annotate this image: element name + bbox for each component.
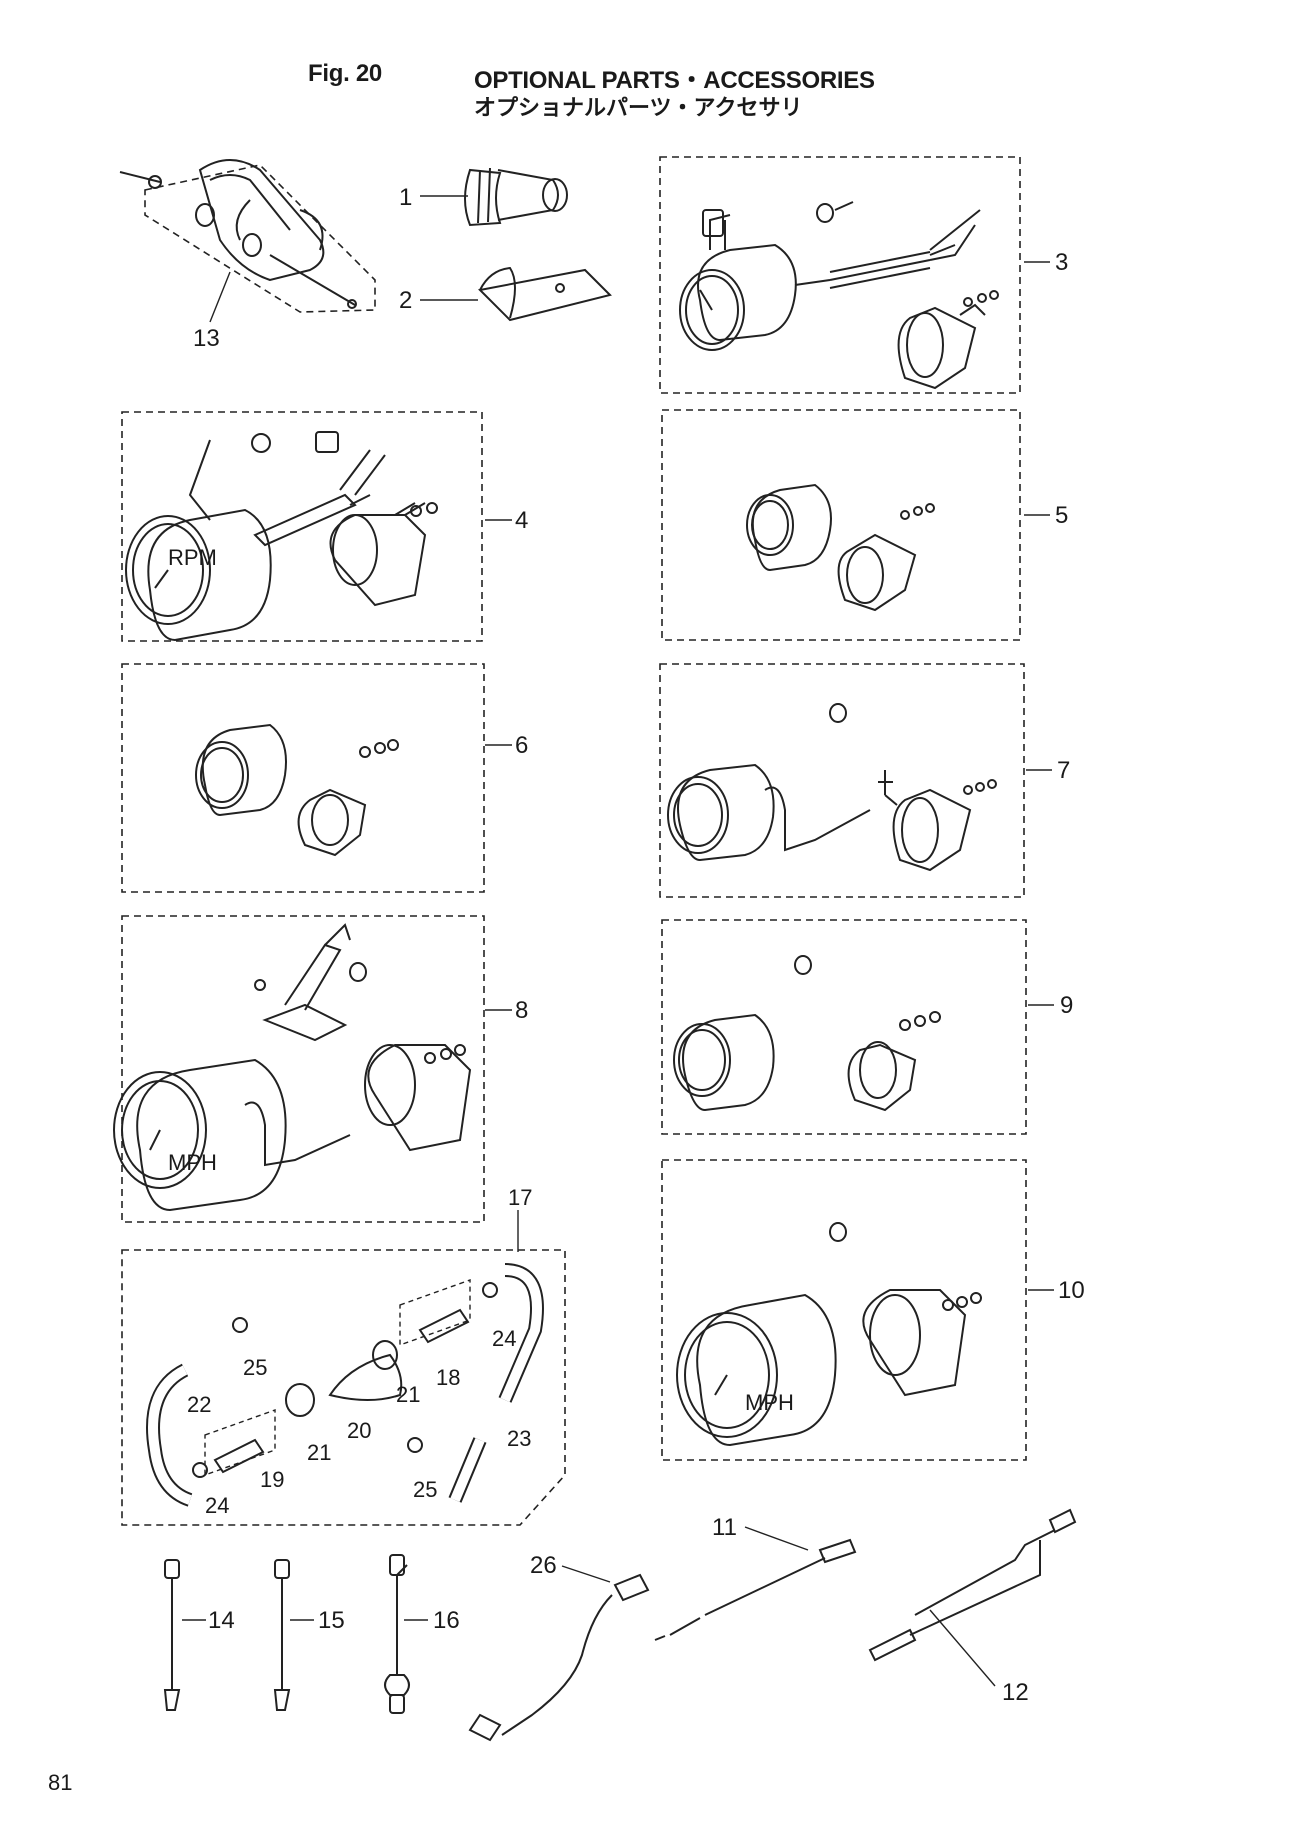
callout-15: 15 [318, 1607, 345, 1634]
callout-25b: 25 [413, 1477, 437, 1502]
figure-label: Fig. 20 [308, 60, 382, 87]
callout-16: 16 [433, 1607, 460, 1634]
part-1-hose-fitting [420, 167, 568, 227]
page-title: OPTIONAL PARTS・ACCESSORIES [474, 67, 875, 94]
callout-23: 23 [507, 1426, 531, 1451]
callout-22: 22 [187, 1392, 211, 1417]
part-2-tool-pouch [420, 266, 612, 322]
part-3-gauge-kit [679, 201, 1050, 390]
callout-4: 4 [515, 507, 528, 534]
callout-11: 11 [712, 1514, 737, 1541]
callout-12: 12 [1002, 1679, 1029, 1706]
part-17-fuel-line-kit [146, 1210, 544, 1507]
callout-6: 6 [515, 732, 528, 759]
part-11-probe-cable [654, 1526, 857, 1641]
callout-2: 2 [399, 287, 412, 314]
page-number: 81 [48, 1770, 73, 1795]
callout-1: 1 [399, 184, 412, 211]
part-10-speedometer-kit: MPH [676, 1222, 1054, 1447]
callout-5: 5 [1055, 502, 1068, 529]
callout-21a: 21 [396, 1382, 420, 1407]
callout-numbers: 1 2 3 4 5 6 7 8 9 10 11 12 13 14 15 16 1… [187, 184, 1085, 1706]
part-5-hourmeter-kit [746, 483, 1050, 612]
part-26-wire-harness [468, 1565, 650, 1742]
callout-17: 17 [508, 1185, 532, 1210]
callout-18: 18 [436, 1365, 460, 1390]
part-4-tachometer-kit: RPM [125, 431, 512, 642]
callout-13: 13 [193, 325, 220, 352]
callout-24a: 24 [492, 1326, 516, 1351]
callout-20: 20 [347, 1418, 371, 1443]
page-title-japanese: オプショナルパーツ・アクセサリ [474, 95, 803, 120]
gauge-label-mph-a: MPH [168, 1150, 217, 1175]
part-6-gauge-kit [195, 723, 512, 857]
parts-14-16-sensor-cables [163, 1554, 428, 1714]
callout-7: 7 [1057, 757, 1070, 784]
callout-14: 14 [208, 1607, 235, 1634]
part-12-probe-cable [868, 1508, 1077, 1687]
callout-3: 3 [1055, 249, 1068, 276]
callout-25a: 25 [243, 1355, 267, 1380]
callout-26: 26 [530, 1552, 557, 1579]
gauge-label-mph-b: MPH [745, 1390, 794, 1415]
group-boxes [121, 156, 1027, 1526]
callout-19: 19 [260, 1467, 284, 1492]
part-13-bracket-assembly [119, 159, 376, 323]
callout-24b: 24 [205, 1493, 229, 1518]
gauge-label-rpm: RPM [168, 545, 217, 570]
part-8-speedometer-kit: MPH [113, 923, 512, 1212]
part-9-gauge-kit [673, 955, 1054, 1112]
callout-8: 8 [515, 997, 528, 1024]
callout-21b: 21 [307, 1440, 331, 1465]
callout-10: 10 [1058, 1277, 1085, 1304]
part-7-pressure-gauge-kit [667, 703, 1052, 872]
callout-9: 9 [1060, 992, 1073, 1019]
